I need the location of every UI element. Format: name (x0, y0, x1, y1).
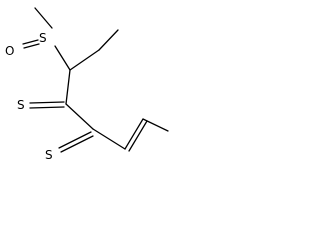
bond-sulfur-oxygen-1 (22, 39, 39, 45)
bond-methyl-sulfur (34, 7, 53, 29)
bond-alkene-b (128, 120, 148, 152)
bond-sulfur-ch (54, 45, 71, 71)
bond-alkene-a (124, 118, 144, 150)
bond-ch-ch2 (69, 49, 100, 71)
sulfoxide-oxygen-label: O (5, 44, 14, 58)
chemical-structure-diagram: S O S S (5, 7, 169, 162)
thione-sulfur-upper-label: S (17, 98, 25, 112)
bond-vinyl-methyl (142, 118, 169, 132)
thione-sulfur-lower-label: S (45, 148, 53, 162)
bond-thione-upper-b (29, 106, 65, 109)
bond-ch2-ch3 (98, 29, 119, 51)
sulfoxide-sulfur-label: S (39, 31, 47, 45)
bond-thione-lower-b (60, 135, 94, 153)
bond-thione-lower-a (58, 131, 92, 149)
bond-ch-thiocarbonyl-1 (65, 69, 71, 105)
bond-thiocarbonyl-1-thiocarbonyl-2 (65, 103, 94, 130)
bond-sulfur-oxygen-2 (23, 43, 40, 49)
bond-thiocarbonyl-2-vinyl (92, 128, 126, 150)
bond-thione-upper-a (29, 101, 65, 104)
